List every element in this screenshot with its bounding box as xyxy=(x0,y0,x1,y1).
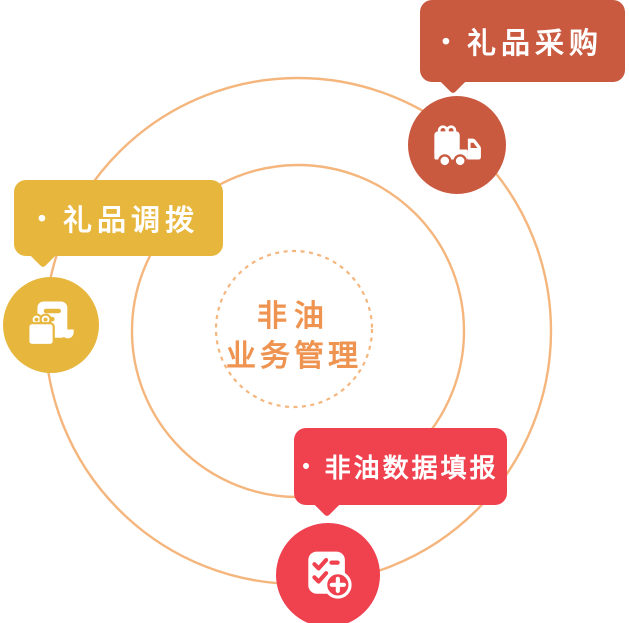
delivery-truck-icon xyxy=(434,125,481,168)
checklist-plus-icon xyxy=(308,551,352,599)
bubble-gift-allocation-label: 礼品调拨 xyxy=(63,205,200,237)
center-title-line2: 业务管理 xyxy=(226,340,362,373)
center-title: 非油 业务管理 xyxy=(144,297,444,377)
bullet-icon: • xyxy=(302,454,313,478)
bullet-icon: • xyxy=(37,204,52,231)
gift-bag-receipt-icon xyxy=(27,301,74,347)
bubble-gift-procurement-label: 礼品采购 xyxy=(467,28,604,60)
center-title-line1: 非油 xyxy=(257,300,331,333)
bullet-icon: • xyxy=(441,27,456,54)
node-gift-allocation xyxy=(3,277,99,373)
bubble-gift-allocation: • 礼品调拨 xyxy=(14,180,223,256)
bubble-gift-procurement: • 礼品采购 xyxy=(420,0,625,82)
bubble-nonoil-data-reporting-label: 非油数据填报 xyxy=(324,453,499,483)
node-nonoil-data-reporting xyxy=(276,523,380,623)
center-dashed-ring xyxy=(214,249,374,409)
node-gift-procurement xyxy=(408,96,506,194)
bubble-nonoil-data-reporting: • 非油数据填报 xyxy=(294,428,507,505)
